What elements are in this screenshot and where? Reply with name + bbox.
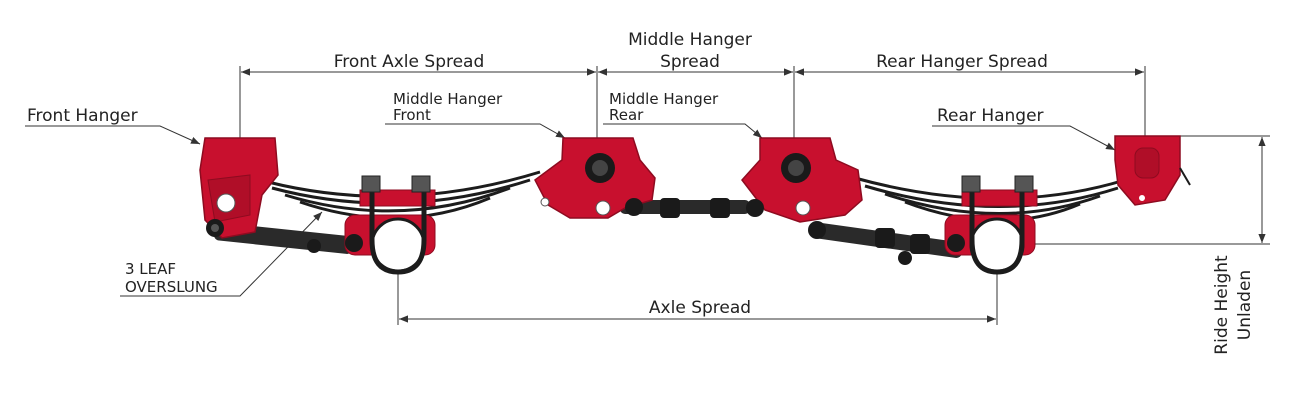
middle-hanger-front: [534, 137, 656, 219]
front-hanger-label: Front Hanger: [27, 106, 138, 126]
leaf-label-line1: 3 LEAF: [125, 260, 176, 278]
rear-hanger-label: Rear Hanger: [937, 106, 1044, 126]
middle-hanger-rear-leader: [603, 123, 763, 139]
front-axle-spread-label: Front Axle Spread: [334, 52, 485, 72]
front-hanger-leader: [25, 125, 201, 145]
labels: Front Axle Spread Middle Hanger Spread R…: [27, 30, 1255, 355]
rear-hanger-leader: [932, 125, 1116, 151]
middle-hanger-spread-label-line2: Spread: [660, 52, 720, 72]
rear-axle-assembly: [944, 175, 1038, 275]
middle-hanger-front-label-line1: Middle Hanger: [393, 90, 503, 108]
middle-hanger-rear-label-line2: Rear: [609, 106, 644, 124]
middle-hanger-rear-label-line1: Middle Hanger: [609, 90, 719, 108]
ride-height-label-line2: Unladen: [1235, 270, 1255, 340]
axle-spread-label: Axle Spread: [649, 298, 751, 318]
middle-hanger-front-leader: [385, 123, 566, 139]
rear-hanger: [1114, 135, 1191, 206]
front-hanger: [199, 137, 279, 239]
ride-height-label-line1: Ride Height: [1212, 255, 1232, 355]
front-axle-assembly: [344, 175, 436, 275]
leaf-label-line2: OVERSLUNG: [125, 278, 218, 296]
rear-hanger-spread-label: Rear Hanger Spread: [876, 52, 1048, 72]
middle-hanger-spread-label-line1: Middle Hanger: [628, 30, 752, 50]
middle-hanger-front-label-line2: Front: [393, 106, 431, 124]
middle-hanger-rear: [741, 137, 863, 239]
